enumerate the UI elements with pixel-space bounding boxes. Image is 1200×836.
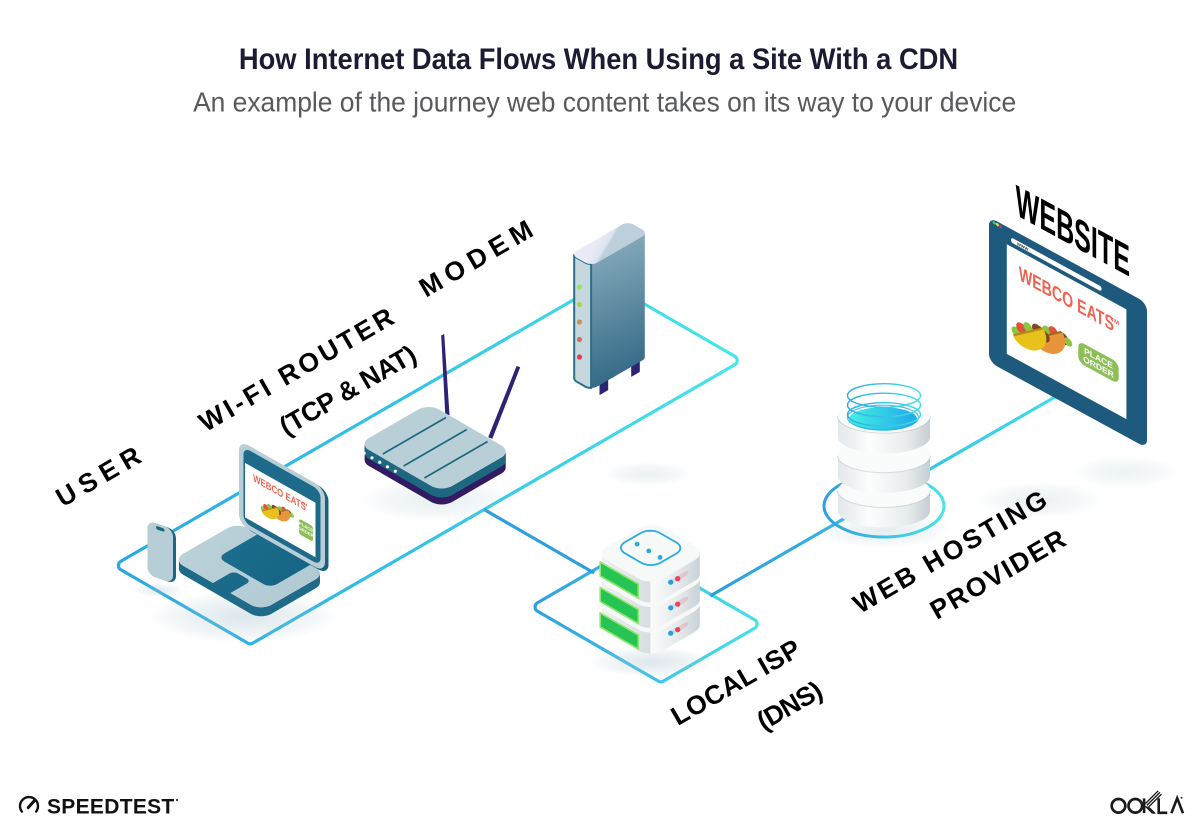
- svg-text:(DNS): (DNS): [752, 675, 827, 736]
- svg-text:USER: USER: [51, 437, 152, 513]
- svg-text:WWW: WWW: [1017, 241, 1029, 252]
- svg-text:How Internet Data Flows When U: How Internet Data Flows When Using a Sit…: [239, 43, 958, 76]
- svg-text:TM: TM: [1111, 316, 1120, 327]
- svg-text:SPEEDTEST: SPEEDTEST: [47, 796, 175, 819]
- svg-text:An example of the journey web: An example of the journey web content ta…: [193, 86, 1016, 118]
- svg-text:MODEM: MODEM: [414, 211, 543, 303]
- svg-text:TM: TM: [302, 500, 307, 508]
